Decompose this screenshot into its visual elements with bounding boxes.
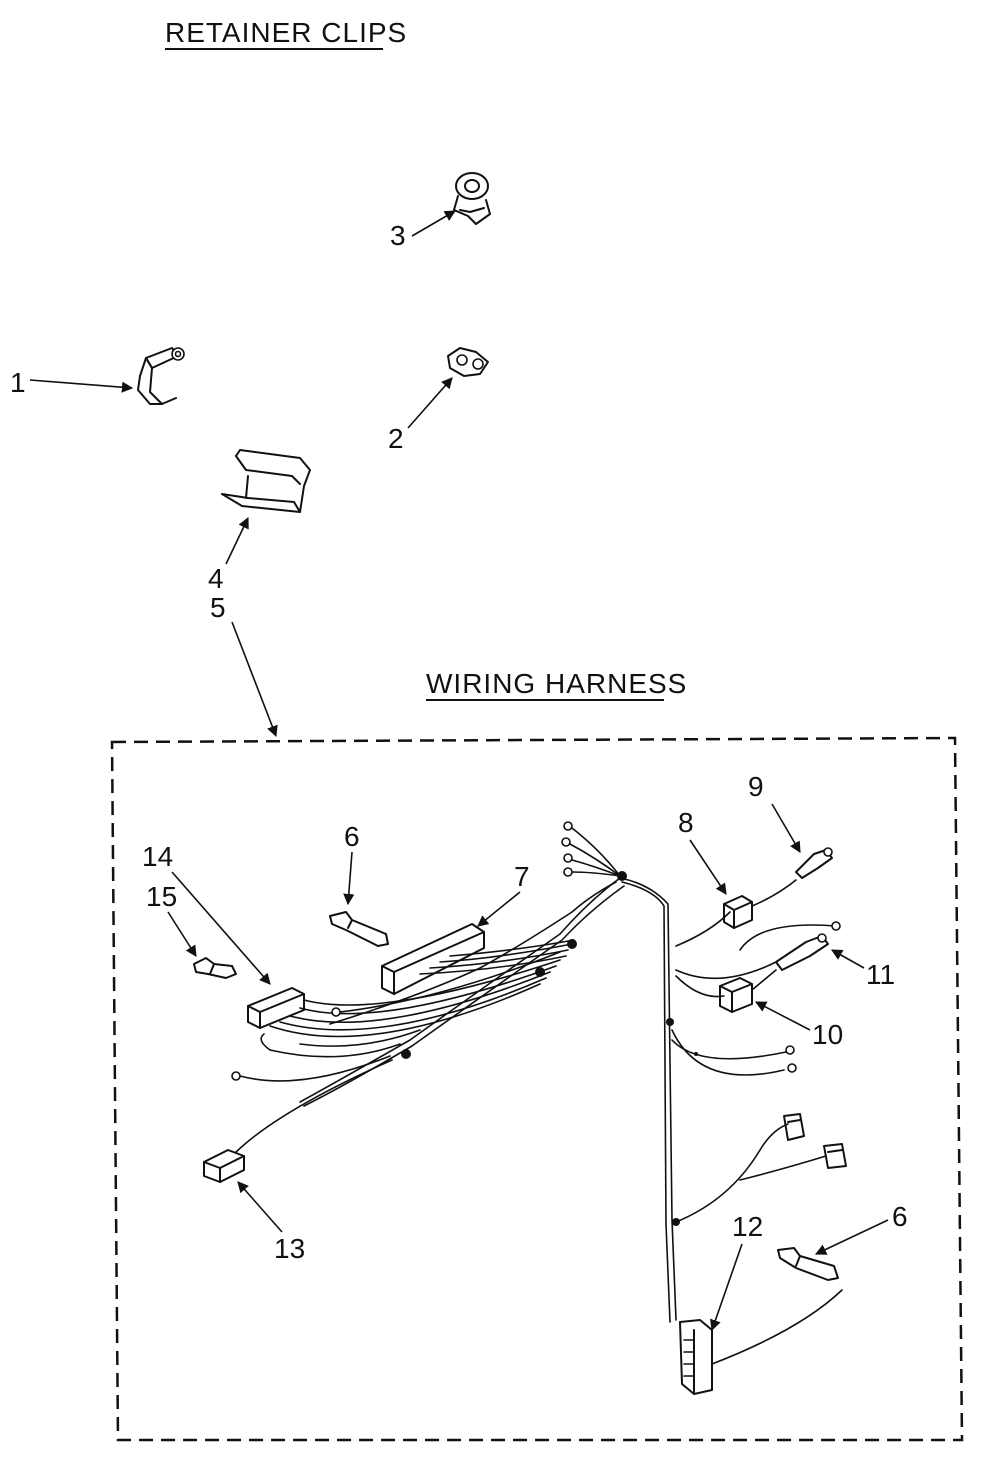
callout-5: 5 xyxy=(210,592,226,623)
lower-right-connectors xyxy=(675,1113,847,1223)
callout-6-right: 6 xyxy=(892,1201,908,1232)
part-6-terminal-right xyxy=(777,1247,839,1281)
callout-7: 7 xyxy=(514,861,530,892)
callout-13: 13 xyxy=(274,1233,305,1264)
callout-6-left: 6 xyxy=(344,821,360,852)
callout-2: 2 xyxy=(388,423,404,454)
part-10-connector xyxy=(675,969,777,1013)
leader-8 xyxy=(689,839,727,895)
wiring-harness-section: WIRING HARNESS 5 xyxy=(110,592,964,1442)
callout-3: 3 xyxy=(390,220,406,251)
part-6-terminal-left xyxy=(329,911,389,947)
callout-10: 10 xyxy=(812,1019,843,1050)
wiring-harness-title: WIRING HARNESS xyxy=(426,668,687,699)
callout-11: 11 xyxy=(866,959,895,990)
leader-14 xyxy=(171,871,271,985)
part-8-connector xyxy=(675,879,797,947)
right-middle-wires xyxy=(671,1029,797,1076)
left-lower-wires xyxy=(231,951,561,1082)
part-4-bracket xyxy=(221,449,311,513)
callout-14: 14 xyxy=(142,841,173,872)
part-2-small-clip xyxy=(447,347,489,377)
leader-4 xyxy=(225,516,249,565)
leader-5 xyxy=(231,621,278,738)
callout-9: 9 xyxy=(748,771,764,802)
leader-6-right xyxy=(814,1219,889,1255)
leader-6-left xyxy=(343,851,355,906)
callout-15: 15 xyxy=(146,881,177,912)
leader-3 xyxy=(411,210,456,237)
leader-1 xyxy=(29,379,134,393)
callout-4: 4 xyxy=(208,563,224,594)
leader-7 xyxy=(477,891,521,927)
upper-branch-wires xyxy=(561,821,621,877)
part-1-bent-clip xyxy=(137,347,185,405)
callout-12: 12 xyxy=(732,1211,763,1242)
harness-dashed-boundary xyxy=(110,736,964,1442)
part-12-connector xyxy=(679,1289,843,1395)
part-13-plug xyxy=(203,1059,393,1183)
leader-9 xyxy=(771,803,801,853)
part-15-terminal xyxy=(193,957,237,979)
harness-trunk xyxy=(299,871,680,1323)
retainer-clips-title: RETAINER CLIPS xyxy=(165,17,407,48)
part-11-terminal xyxy=(675,921,841,980)
leader-11 xyxy=(831,949,865,969)
leader-2 xyxy=(407,377,453,429)
part-7-connector-block xyxy=(381,923,575,995)
leader-15 xyxy=(167,911,197,957)
leader-12 xyxy=(710,1243,743,1332)
callout-1: 1 xyxy=(10,367,26,398)
leader-13 xyxy=(237,1181,283,1233)
part-3-ring-clip xyxy=(453,172,491,225)
retainer-clips-section: RETAINER CLIPS 3 1 2 xyxy=(10,17,491,594)
part-14-connector xyxy=(247,959,561,1038)
leader-10 xyxy=(755,1001,811,1031)
callout-8: 8 xyxy=(678,807,694,838)
part-9-terminal xyxy=(795,847,833,879)
